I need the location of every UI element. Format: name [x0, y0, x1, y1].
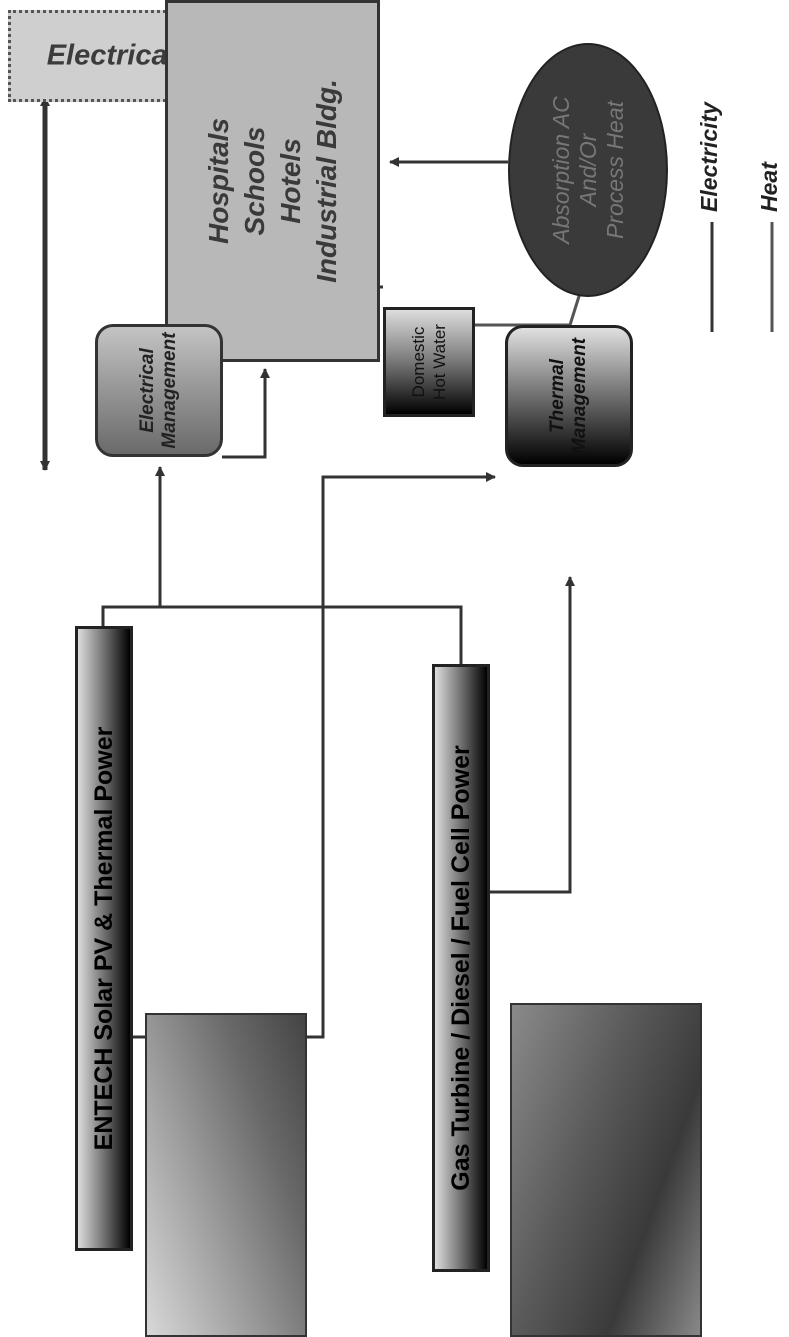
gas-source-node: Gas Turbine / Diesel / Fuel Cell Power — [432, 664, 490, 1272]
solar-source-label: ENTECH Solar PV & Thermal Power — [89, 726, 118, 1151]
thermal-management-label: Thermal Management — [547, 337, 590, 455]
buildings-label: Hospitals Schools Hotels Industrial Bldg… — [202, 79, 342, 283]
electrical-to-buildings-line — [222, 368, 270, 459]
absorption-label: Absorption AC And/Or Process Heat — [547, 96, 628, 244]
gas-to-thermal-line — [490, 576, 575, 894]
domestic-hot-water-label: Domestic Hot Water — [409, 324, 449, 400]
gas-source-label: Gas Turbine / Diesel / Fuel Cell Power — [446, 745, 475, 1191]
solar-source-node: ENTECH Solar PV & Thermal Power — [75, 626, 133, 1251]
buildings-node: Hospitals Schools Hotels Industrial Bldg… — [165, 0, 380, 362]
solar-array-photo — [145, 1013, 307, 1337]
gas-to-electrical-line — [160, 605, 463, 664]
electrical-management-label: Electrical Management — [137, 332, 180, 449]
absorption-node: Absorption AC And/Or Process Heat — [508, 43, 668, 297]
electrical-management-node: Electrical Management — [95, 324, 223, 457]
solar-to-electrical-line — [101, 466, 165, 626]
thermal-management-node: Thermal Management — [505, 325, 633, 467]
legend-heat-label: Heat — [756, 162, 782, 212]
domestic-hot-water-node: Domestic Hot Water — [383, 307, 475, 417]
generator-photo — [510, 1003, 702, 1337]
legend-electricity-label: Electricity — [696, 102, 722, 212]
